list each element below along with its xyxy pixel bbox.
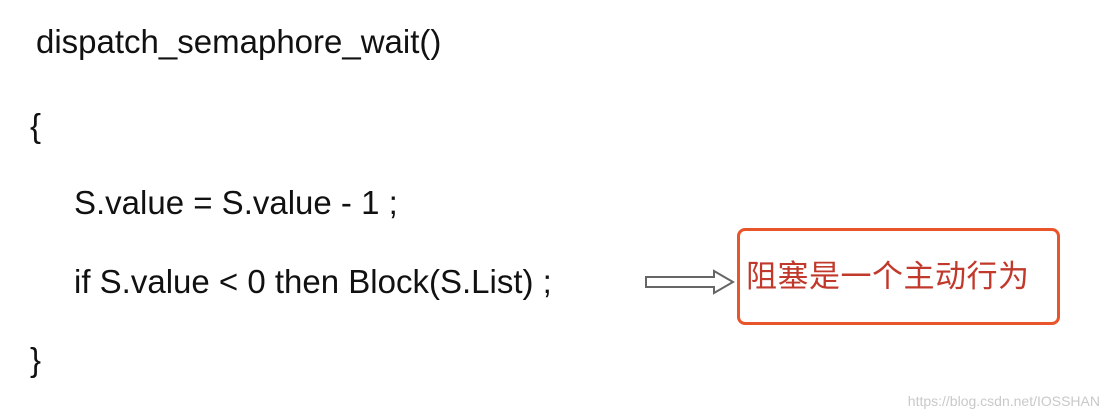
annotation-callout-box: 阻塞是一个主动行为 bbox=[737, 228, 1060, 325]
code-line-close-brace: } bbox=[30, 341, 42, 378]
watermark: https://blog.csdn.net/IOSSHAN bbox=[907, 393, 1100, 409]
code-line-block-condition: if S.value < 0 then Block(S.List) ; bbox=[74, 263, 552, 300]
code-line-open-brace: { bbox=[30, 107, 42, 144]
code-line-decrement: S.value = S.value - 1 ; bbox=[74, 184, 398, 221]
annotation-text: 阻塞是一个主动行为 bbox=[746, 258, 1030, 295]
code-line-function-signature: dispatch_semaphore_wait() bbox=[36, 23, 442, 60]
double-arrow-right-icon bbox=[645, 269, 735, 295]
